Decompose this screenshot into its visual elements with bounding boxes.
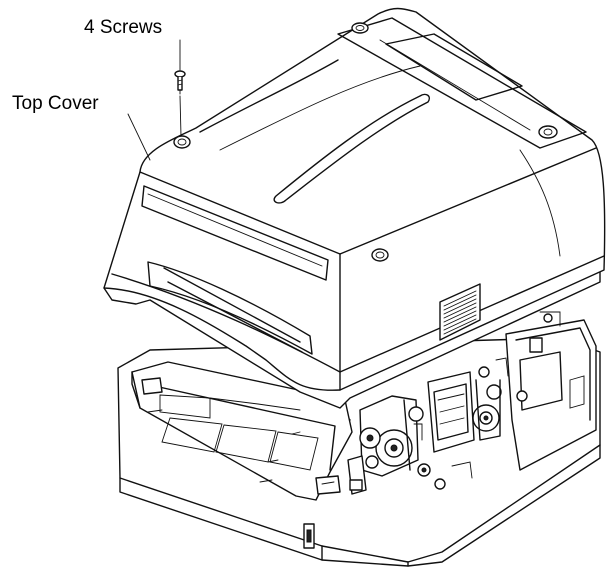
screw: [174, 70, 186, 95]
screw-axis-line: [179, 95, 182, 137]
mechanism-block: [427, 371, 475, 453]
vent-grille: [439, 283, 481, 341]
screw-hole-rear-right: [538, 125, 558, 139]
screw-hole-rear-left: [351, 22, 369, 34]
top-groove: [273, 93, 430, 204]
paper-exit: [147, 261, 313, 355]
label-top-cover: Top Cover: [12, 93, 99, 114]
paper-tray: [131, 361, 353, 501]
screw-hole-front-left: [173, 135, 191, 149]
top-cover-leader-line: [127, 113, 151, 161]
print-mechanism: [347, 311, 597, 495]
screw-hole-front-right: [371, 248, 389, 262]
label-4-screws: 4 Screws: [84, 17, 163, 38]
top-cover: [103, 7, 606, 409]
